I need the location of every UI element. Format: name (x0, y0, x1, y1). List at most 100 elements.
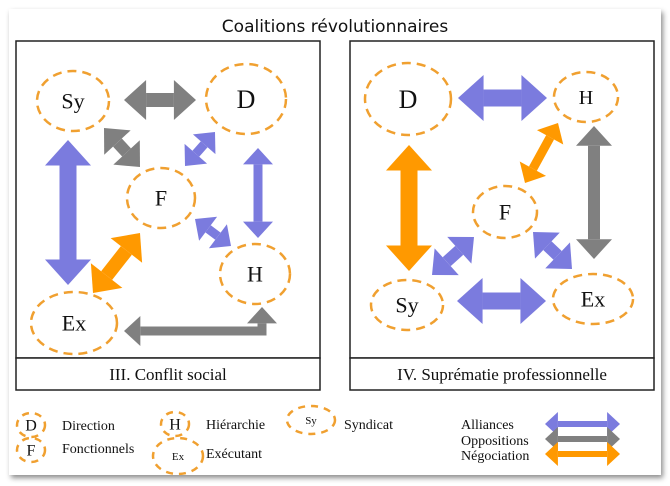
arrow-head (576, 239, 612, 259)
arrow-head (519, 161, 547, 183)
node-outline (551, 272, 635, 326)
arrow-head (90, 263, 123, 293)
legend-symbol-outline (159, 410, 191, 438)
arrow-head (545, 442, 558, 466)
legend-label-alliances: Alliances (461, 418, 514, 433)
node-f: F (125, 166, 197, 230)
panel-caption: III. Conflit social (109, 365, 227, 384)
legend-symbol-sy: Sy (285, 404, 337, 436)
arrow-head (533, 232, 560, 259)
legend-label-executant: Exécutant (206, 447, 262, 462)
legend-symbol-h: H (159, 410, 191, 438)
legend-label-syndicat: Syndicat (344, 418, 393, 433)
node-outline (369, 278, 445, 332)
node-outline (552, 70, 620, 124)
edge-opposition-h-ex (576, 126, 612, 259)
node-d: D (363, 61, 453, 137)
node-label: D (237, 85, 256, 114)
arrow-head (536, 123, 564, 145)
legend-symbol-outline (15, 411, 47, 439)
panel-1-nodes: D H F Sy Ex (363, 61, 635, 332)
arrow-head (104, 128, 131, 155)
arrow-head (110, 233, 143, 263)
edge-alliance-f-h (195, 216, 231, 249)
legend-label-direction: Direction (62, 419, 115, 434)
arrow-shaft (442, 245, 464, 267)
node-label: H (247, 262, 263, 287)
node-sy: Sy (369, 278, 445, 332)
edge-alliance-f-ex (533, 232, 572, 269)
arrow-head (45, 259, 91, 285)
legend-symbol-outline (285, 404, 337, 436)
node-label: Sy (395, 293, 418, 318)
arrow-head (173, 80, 196, 120)
edge-opposition-ex-h (124, 307, 277, 346)
edge-alliance-d-h (458, 75, 547, 121)
arrow-head (45, 140, 91, 166)
node-outline (125, 166, 197, 230)
arrow-head (113, 140, 140, 167)
legend-symbol-label: D (25, 418, 37, 435)
node-ex: Ex (29, 290, 119, 356)
node-outline (218, 242, 292, 306)
arrow-head (458, 75, 484, 121)
arrow-head (184, 143, 208, 166)
legend-symbol-ex: Ex (151, 436, 205, 476)
arrow-head (124, 316, 141, 346)
node-label: H (579, 87, 593, 109)
node-label: D (399, 85, 418, 114)
arrow-shaft (528, 135, 555, 171)
arrow-shaft (113, 138, 131, 157)
node-outline (29, 290, 119, 356)
node-ex: Ex (551, 272, 635, 326)
edge-alliance-sy-ex (457, 278, 546, 324)
edge-opposition-sy-d (124, 80, 196, 120)
node-outline (35, 69, 111, 133)
arrow-shaft (101, 246, 132, 280)
arrow-head (447, 236, 474, 264)
node-label: F (155, 186, 167, 211)
node-d: D (204, 62, 288, 136)
arrow-head (545, 242, 572, 269)
edge-alliance-d-h (243, 148, 273, 238)
node-outline (471, 184, 539, 240)
arrow-head (520, 278, 546, 324)
node-label: Ex (581, 287, 605, 312)
legend-symbol-outline (151, 436, 205, 476)
node-outline (363, 61, 453, 137)
arrow-head (386, 245, 432, 271)
arrow-head (208, 224, 231, 249)
node-label: Ex (62, 311, 86, 336)
arrow-head (521, 75, 547, 121)
arrow-head (607, 442, 620, 466)
edge-alliance-d-f (184, 132, 216, 166)
node-f: F (471, 184, 539, 240)
edge-negotiation-h-f (519, 123, 564, 183)
arrow-head (576, 126, 612, 146)
legend-symbol-label: H (169, 417, 181, 434)
node-h: H (552, 70, 620, 124)
arrow-head (247, 307, 277, 324)
arrow-head (243, 148, 273, 165)
legend-label-fonctionnels: Fonctionnels (62, 442, 134, 457)
arrow-shaft (192, 141, 208, 157)
legend-symbol-label: Sy (305, 415, 317, 427)
diagram-title: Coalitions révolutionnaires (221, 17, 449, 37)
arrow-shaft (543, 241, 562, 260)
panel-1-edges (386, 75, 612, 324)
legend-label-hierarchie: Hiérarchie (206, 418, 265, 433)
arrow-shaft (140, 323, 267, 336)
panel-caption: IV. Suprématie professionnelle (397, 365, 607, 384)
edge-negotiation-f-ex (90, 233, 143, 293)
edge-alliance-sy-ex (45, 140, 91, 285)
legend-symbol-outline (15, 436, 47, 464)
arrow-shaft (205, 225, 221, 240)
arrow-head (243, 221, 273, 238)
legend-symbol-f: F (15, 436, 47, 464)
legend-symbol-d: D (15, 411, 47, 439)
arrow-head (457, 278, 483, 324)
node-h: H (218, 242, 292, 306)
legend-label-negociation: Négociation (461, 449, 529, 464)
